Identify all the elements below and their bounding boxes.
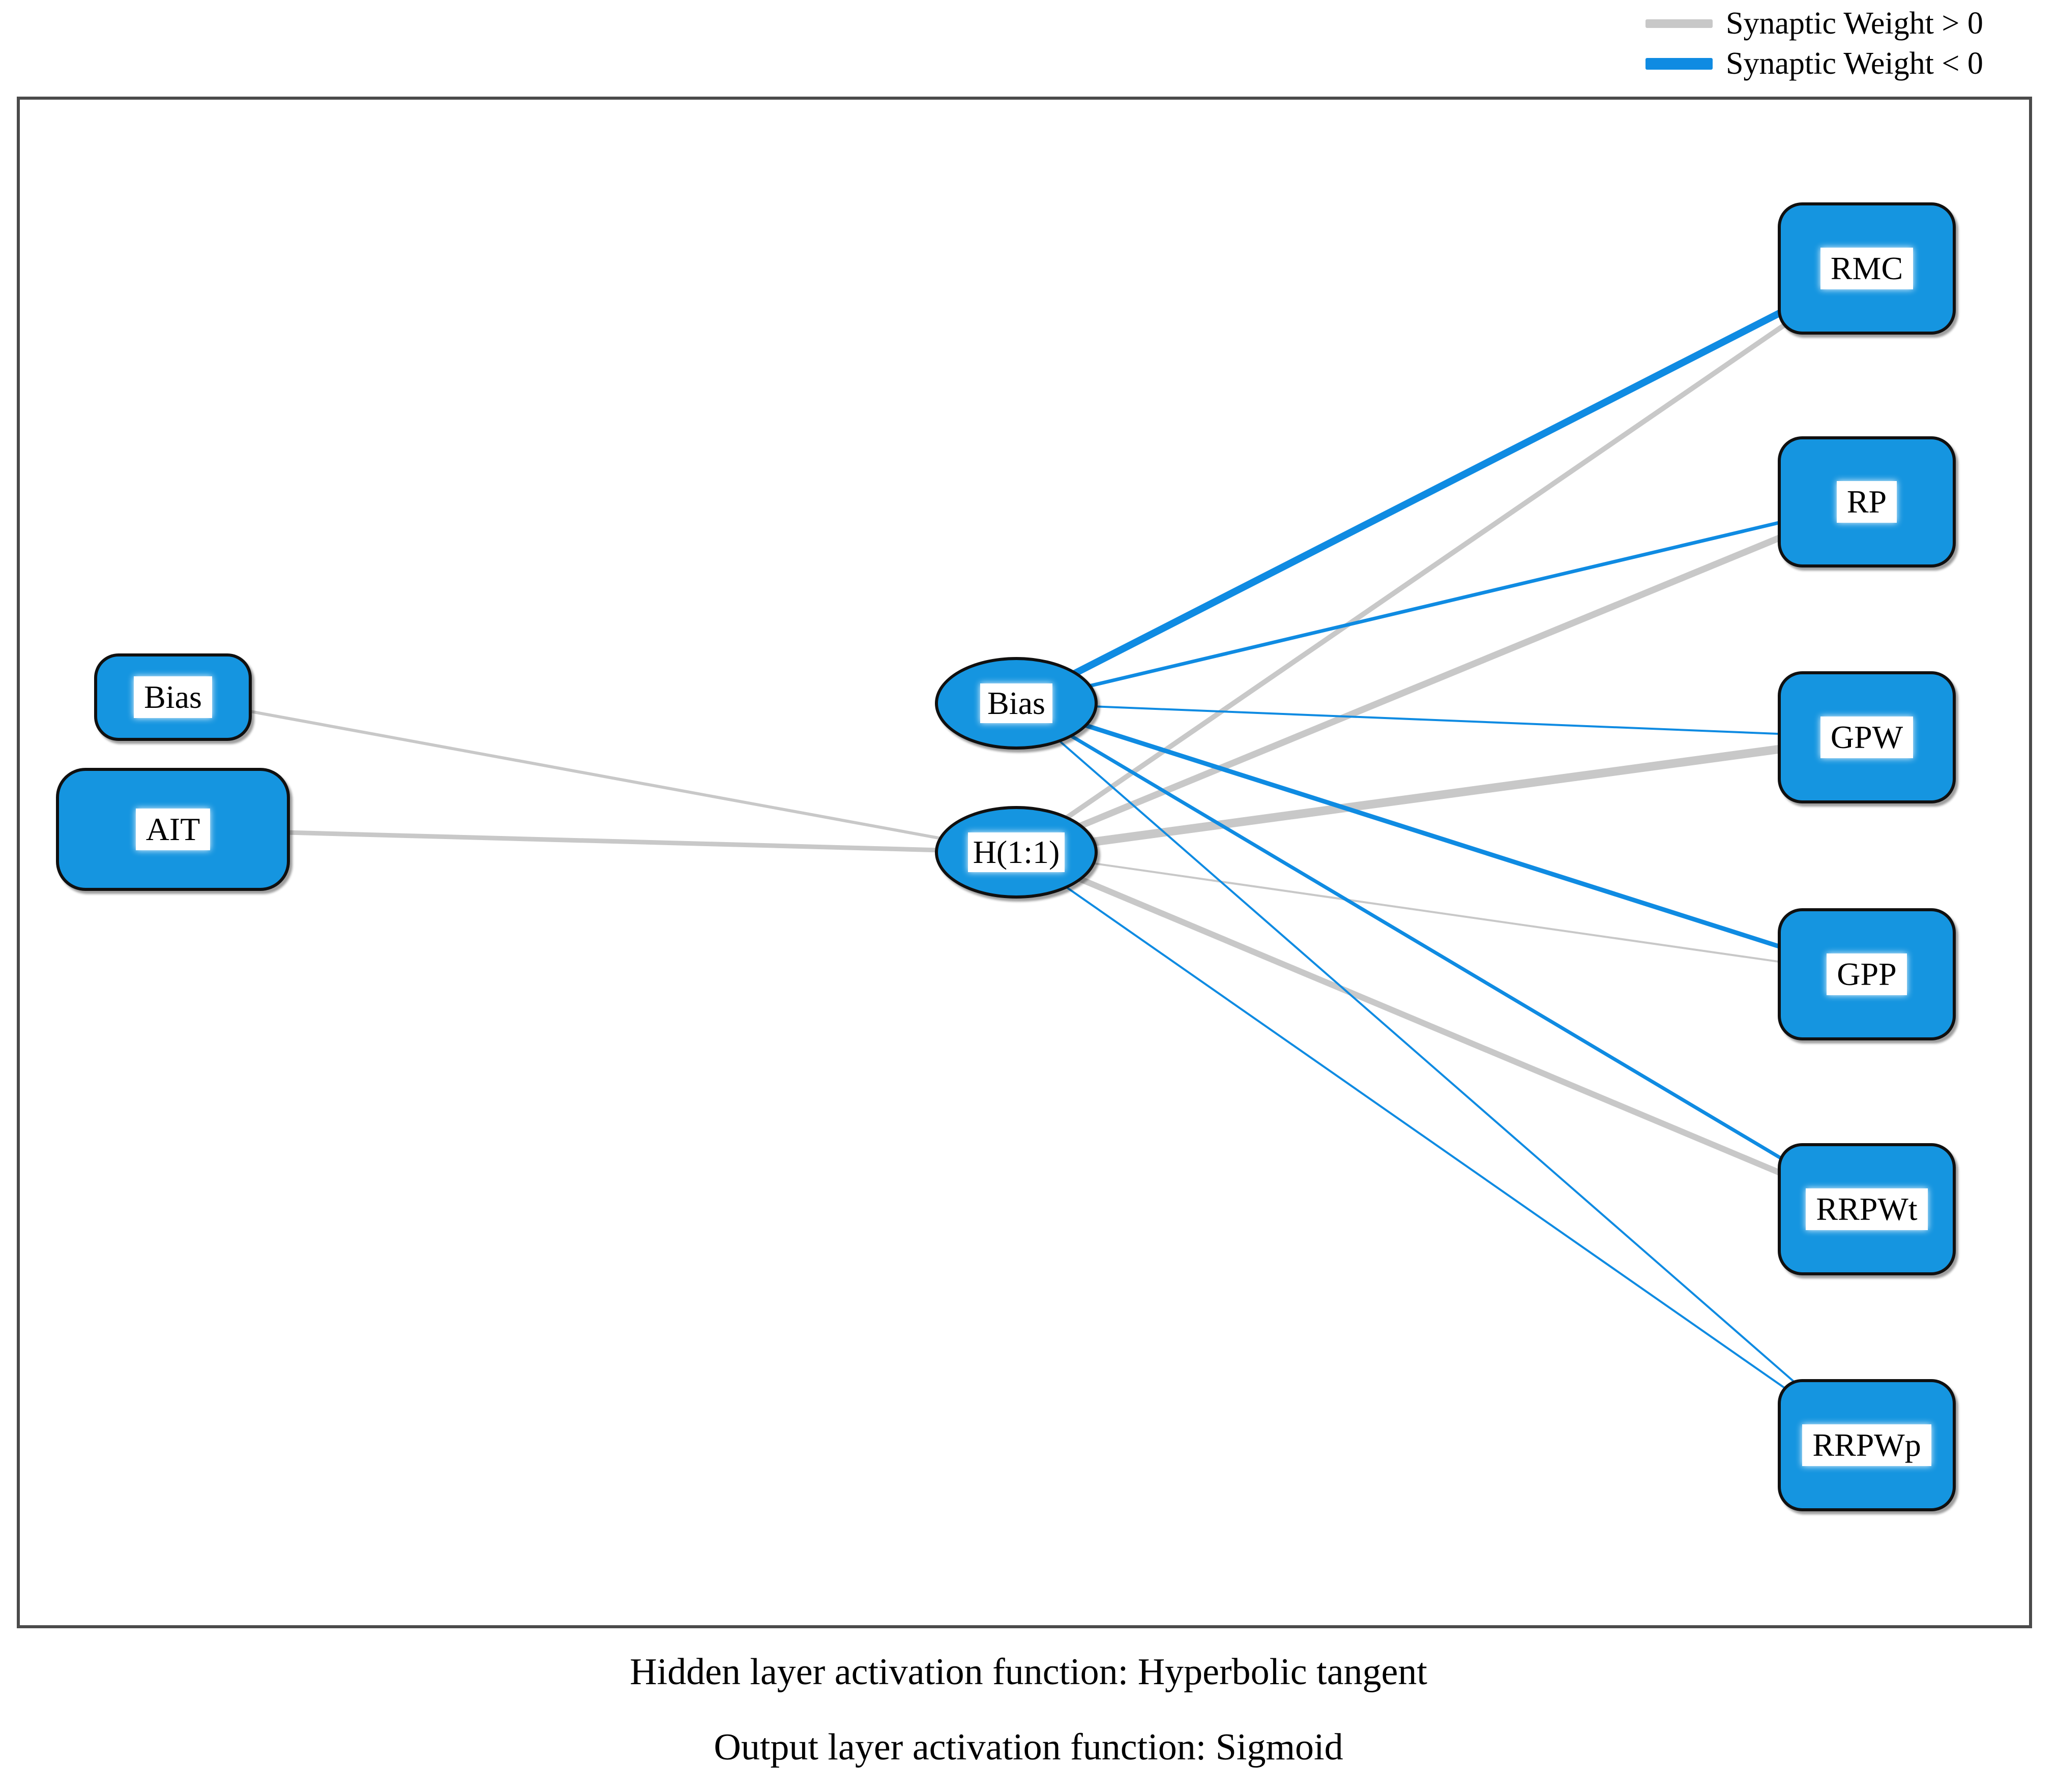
edge-bias_input-h11 bbox=[172, 696, 1017, 854]
edge-h11-rp bbox=[1015, 498, 1868, 856]
output-node-gpp: GPP bbox=[1778, 908, 1956, 1040]
edge-ait-h11 bbox=[172, 827, 1017, 855]
positive-weight-swatch bbox=[1645, 19, 1713, 28]
legend-label-negative: Synaptic Weight < 0 bbox=[1726, 46, 1983, 81]
node-label: RRPWt bbox=[1806, 1188, 1928, 1231]
output-node-gpw: GPW bbox=[1778, 671, 1956, 803]
node-label: RRPWp bbox=[1802, 1424, 1931, 1467]
hidden-node-bias: Bias bbox=[935, 657, 1098, 750]
edge-bias_hidden-rrpwp bbox=[1015, 702, 1868, 1446]
edge-bias_hidden-gpp bbox=[1015, 701, 1868, 977]
edge-bias_hidden-rp bbox=[1016, 500, 1867, 705]
node-label: RMC bbox=[1820, 247, 1914, 290]
node-label: RP bbox=[1836, 481, 1897, 523]
edge-h11-rrpwp bbox=[1015, 851, 1868, 1446]
hidden-node-h11: H(1:1) bbox=[935, 806, 1098, 899]
negative-weight-swatch bbox=[1645, 58, 1713, 70]
legend: Synaptic Weight > 0 Synaptic Weight < 0 bbox=[1645, 7, 1983, 80]
legend-item-negative: Synaptic Weight < 0 bbox=[1645, 47, 1983, 80]
edge-bias_hidden-rrpwt bbox=[1015, 701, 1868, 1211]
node-label: GPP bbox=[1827, 953, 1907, 996]
hidden-activation-caption: Hidden layer activation function: Hyperb… bbox=[630, 1651, 1427, 1693]
output-node-rmc: RMC bbox=[1778, 202, 1956, 335]
output-activation-caption: Output layer activation function: Sigmoi… bbox=[714, 1726, 1343, 1768]
legend-item-positive: Synaptic Weight > 0 bbox=[1645, 7, 1983, 40]
node-label: Bias bbox=[980, 683, 1052, 724]
edge-h11-rmc bbox=[1015, 266, 1868, 855]
node-label: Bias bbox=[134, 676, 212, 719]
edge-h11-gpw bbox=[1015, 733, 1868, 857]
edge-h11-gpp bbox=[1016, 851, 1867, 975]
node-label: AIT bbox=[135, 808, 211, 851]
output-node-rrpwt: RRPWt bbox=[1778, 1143, 1956, 1275]
input-node-ait: AIT bbox=[56, 768, 290, 891]
edge-bias_hidden-rmc bbox=[1014, 265, 1869, 707]
output-node-rrpwp: RRPWp bbox=[1778, 1379, 1956, 1511]
input-node-bias: Bias bbox=[94, 653, 252, 741]
legend-label-positive: Synaptic Weight > 0 bbox=[1726, 6, 1983, 41]
node-label: GPW bbox=[1820, 716, 1914, 759]
edge-bias_hidden-gpw bbox=[1016, 702, 1867, 738]
diagram-frame bbox=[17, 97, 2032, 1628]
edge-h11-rrpwt bbox=[1015, 849, 1868, 1212]
output-node-rp: RP bbox=[1778, 436, 1956, 568]
node-label: H(1:1) bbox=[967, 832, 1065, 873]
